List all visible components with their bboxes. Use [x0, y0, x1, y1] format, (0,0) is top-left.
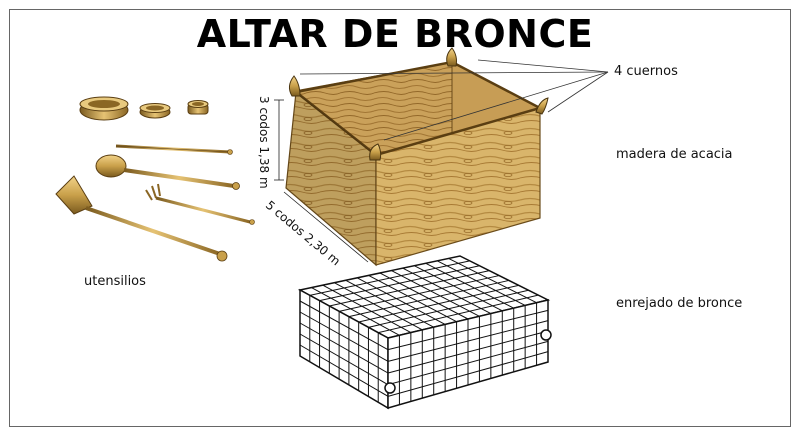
- grate-bar: [322, 284, 412, 334]
- diagram-title: ALTAR DE BRONCE: [196, 12, 594, 56]
- horns-leader-lines: [299, 59, 609, 141]
- fork-icon: [145, 183, 255, 225]
- grate-bar: [387, 320, 549, 362]
- length-dimension: [283, 191, 369, 263]
- height-label: 3 codos 1,38 m: [257, 96, 271, 189]
- grate-bar: [356, 277, 446, 325]
- grate-bar: [425, 262, 514, 309]
- grate-bar: [299, 344, 389, 397]
- hook-icon: [115, 144, 233, 155]
- grate-bar: [368, 274, 457, 323]
- grate-bar: [402, 267, 492, 315]
- grate-bar: [378, 294, 539, 334]
- diagram-frame: [9, 9, 791, 427]
- grate-bar: [329, 270, 490, 307]
- grate-bar: [358, 284, 519, 323]
- grate-bar: [309, 260, 470, 296]
- grate-bar: [387, 351, 549, 397]
- grate-bar: [299, 333, 389, 386]
- grate-bar: [414, 265, 503, 312]
- grate-bar: [368, 289, 529, 328]
- grate-bar: [299, 300, 389, 351]
- grate-bar: [387, 340, 549, 386]
- grate-bar: [334, 282, 423, 331]
- horn-icon: [535, 97, 549, 115]
- grate-bar: [448, 257, 537, 304]
- grate-bar: [348, 279, 509, 318]
- grate-bar: [345, 279, 434, 328]
- grate-bar: [311, 287, 400, 336]
- grate-bar: [319, 265, 480, 302]
- horns-label: 4 cuernos: [614, 64, 678, 79]
- grate-bar: [387, 330, 549, 374]
- utensils-group: [55, 96, 255, 262]
- ring-icon: [540, 329, 552, 341]
- acacia-wood-box: [285, 60, 544, 267]
- ladle-icon: [95, 154, 240, 190]
- grate-bar: [299, 311, 389, 362]
- shovel-icon: [55, 175, 228, 262]
- grate-bar: [391, 270, 480, 317]
- ring-icon: [384, 382, 396, 394]
- horn-icon: [369, 143, 382, 161]
- grate-bar: [436, 260, 526, 306]
- wood-label: madera de acacia: [616, 147, 733, 162]
- grate-bar: [379, 272, 469, 320]
- horn-icon: [288, 75, 301, 97]
- bowl-icon: [187, 100, 209, 115]
- grate-label: enrejado de bronce: [616, 296, 743, 311]
- height-dimension: [274, 99, 284, 181]
- grate-bar: [299, 322, 389, 374]
- bowl-icon: [79, 96, 129, 121]
- grate-bar: [339, 275, 500, 312]
- bowl-icon: [139, 103, 171, 119]
- bronze-grate: [297, 255, 552, 410]
- horn-icon: [446, 47, 457, 67]
- grate-bar: [387, 309, 549, 351]
- horns: [288, 47, 549, 161]
- utensils-label: utensilios: [84, 274, 146, 289]
